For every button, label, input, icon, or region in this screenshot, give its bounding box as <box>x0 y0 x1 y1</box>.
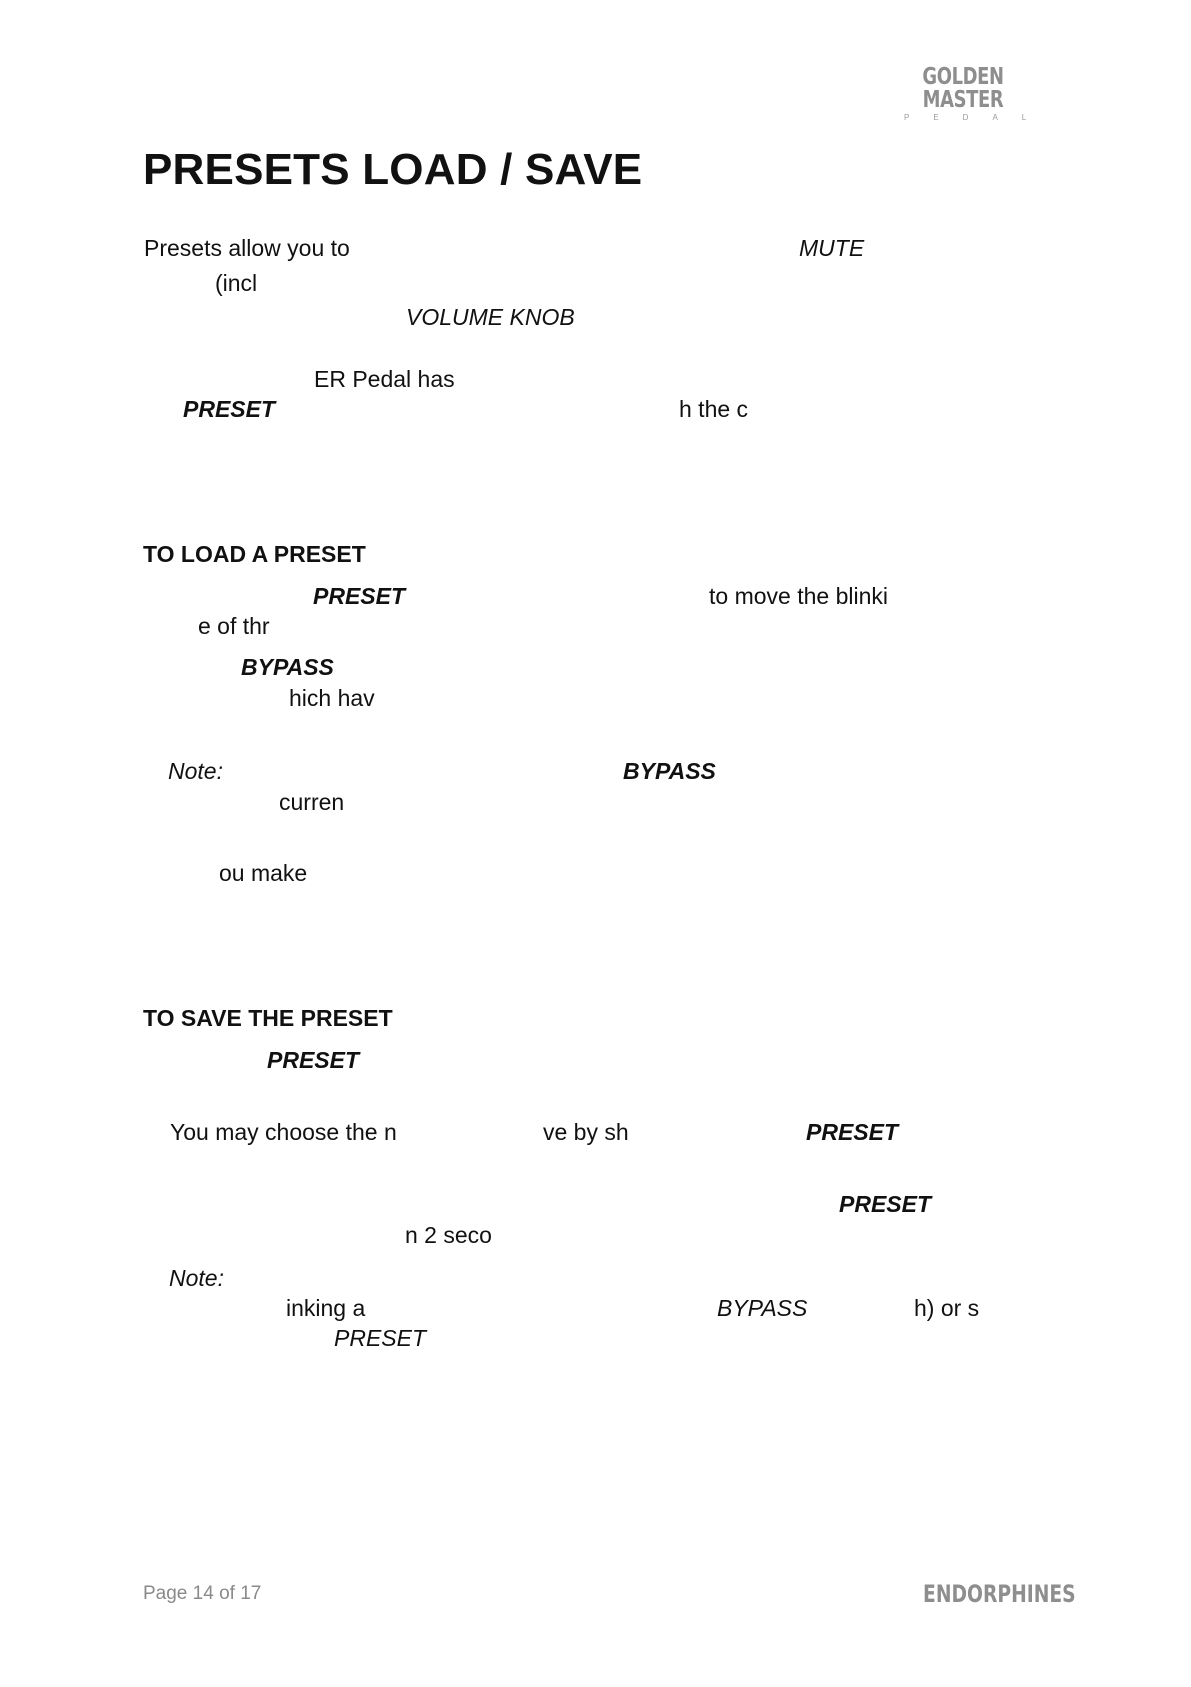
intro-fragment-3: (incl <box>215 270 258 296</box>
save-fragment-7: inking a <box>286 1295 366 1321</box>
save-fragment-preset-3: PRESET <box>839 1191 932 1217</box>
load-fragment-2: to move the blinki <box>709 583 888 609</box>
load-note-label: Note: <box>168 758 223 784</box>
save-preset-heading: TO SAVE THE PRESET <box>143 1005 393 1031</box>
intro-fragment-volume-knob: VOLUME KNOB <box>406 304 575 330</box>
page-number: Page 14 of 17 <box>143 1583 262 1604</box>
save-fragment-preset-2: PRESET <box>806 1119 899 1145</box>
save-fragment-9: h) or s <box>914 1295 980 1321</box>
load-fragment-3: e of thr <box>198 613 270 639</box>
save-fragment-bypass: BYPASS <box>717 1295 808 1321</box>
intro-fragment-mute: MUTE <box>799 235 865 261</box>
load-preset-heading: TO LOAD A PRESET <box>143 541 366 567</box>
load-fragment-5: hich hav <box>289 685 375 711</box>
load-fragment-8: ou make <box>219 860 308 886</box>
page-title: PRESETS LOAD / SAVE <box>143 145 643 194</box>
load-fragment-bypass: BYPASS <box>241 654 334 680</box>
save-fragment-6: n 2 seco <box>405 1222 492 1248</box>
intro-fragment-1: Presets allow you to <box>144 235 350 261</box>
save-fragment-3: ve by sh <box>543 1119 629 1145</box>
save-fragment-preset-4: PRESET <box>334 1325 427 1351</box>
load-fragment-7: curren <box>279 789 345 815</box>
para2-fragment-3: h the c <box>679 396 749 422</box>
save-note-label: Note: <box>169 1265 224 1291</box>
endorphines-logo: ENDORPHINES <box>880 1582 1076 1606</box>
golden-master-pedal-logo: GOLDEN MASTER PEDAL <box>880 66 1046 122</box>
load-fragment-bypass-2: BYPASS <box>623 758 716 784</box>
para2-fragment-1: ER Pedal has <box>314 366 455 392</box>
logo-sub-text: PEDAL <box>904 113 1051 122</box>
save-fragment-2: You may choose the n <box>170 1119 397 1145</box>
load-fragment-preset: PRESET <box>313 583 406 609</box>
logo-main-text: GOLDEN MASTER <box>922 64 1004 113</box>
endorphines-logo-text: ENDORPHINES <box>923 1580 1076 1608</box>
save-fragment-preset: PRESET <box>267 1047 360 1073</box>
para2-fragment-preset: PRESET <box>183 396 276 422</box>
